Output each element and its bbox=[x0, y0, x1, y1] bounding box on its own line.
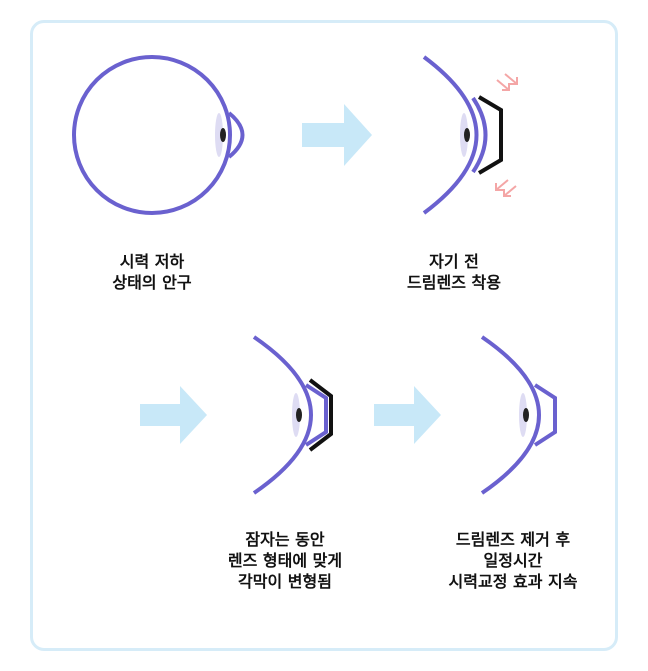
caption-line: 드림렌즈 착용 bbox=[407, 272, 501, 293]
caption-line: 자기 전 bbox=[407, 251, 501, 272]
caption-line: 잠자는 동안 bbox=[228, 529, 342, 550]
caption-line: 일정시간 bbox=[449, 550, 578, 571]
step-2-caption: 자기 전 드림렌즈 착용 bbox=[407, 251, 501, 293]
pupil bbox=[296, 408, 302, 422]
caption-line: 드림렌즈 제거 후 bbox=[449, 529, 578, 550]
step-1-caption: 시력 저하 상태의 안구 bbox=[112, 251, 191, 293]
pressure-arrows-top bbox=[497, 74, 517, 90]
pupil bbox=[464, 128, 470, 142]
dream-lens bbox=[479, 97, 501, 173]
pressure-arrows-bottom bbox=[496, 180, 516, 196]
eye-reshaping bbox=[254, 337, 331, 493]
arrow-right-icon bbox=[374, 386, 441, 444]
arrow-right-icon bbox=[140, 386, 207, 444]
eye-corrected bbox=[482, 337, 555, 493]
eye-with-lens bbox=[424, 57, 517, 213]
caption-line: 렌즈 형태에 맞게 bbox=[228, 550, 342, 571]
pupil bbox=[523, 408, 529, 422]
caption-line: 시력 저하 bbox=[112, 251, 191, 272]
step-3-caption: 잠자는 동안 렌즈 형태에 맞게 각막이 변형됨 bbox=[228, 529, 342, 592]
step-4-caption: 드림렌즈 제거 후 일정시간 시력교정 효과 지속 bbox=[449, 529, 578, 592]
pupil bbox=[220, 128, 226, 142]
caption-line: 상태의 안구 bbox=[112, 272, 191, 293]
caption-line: 시력교정 효과 지속 bbox=[449, 571, 578, 592]
caption-line: 각막이 변형됨 bbox=[228, 571, 342, 592]
arrow-right-icon bbox=[302, 104, 372, 166]
eye-myopic bbox=[74, 57, 243, 213]
